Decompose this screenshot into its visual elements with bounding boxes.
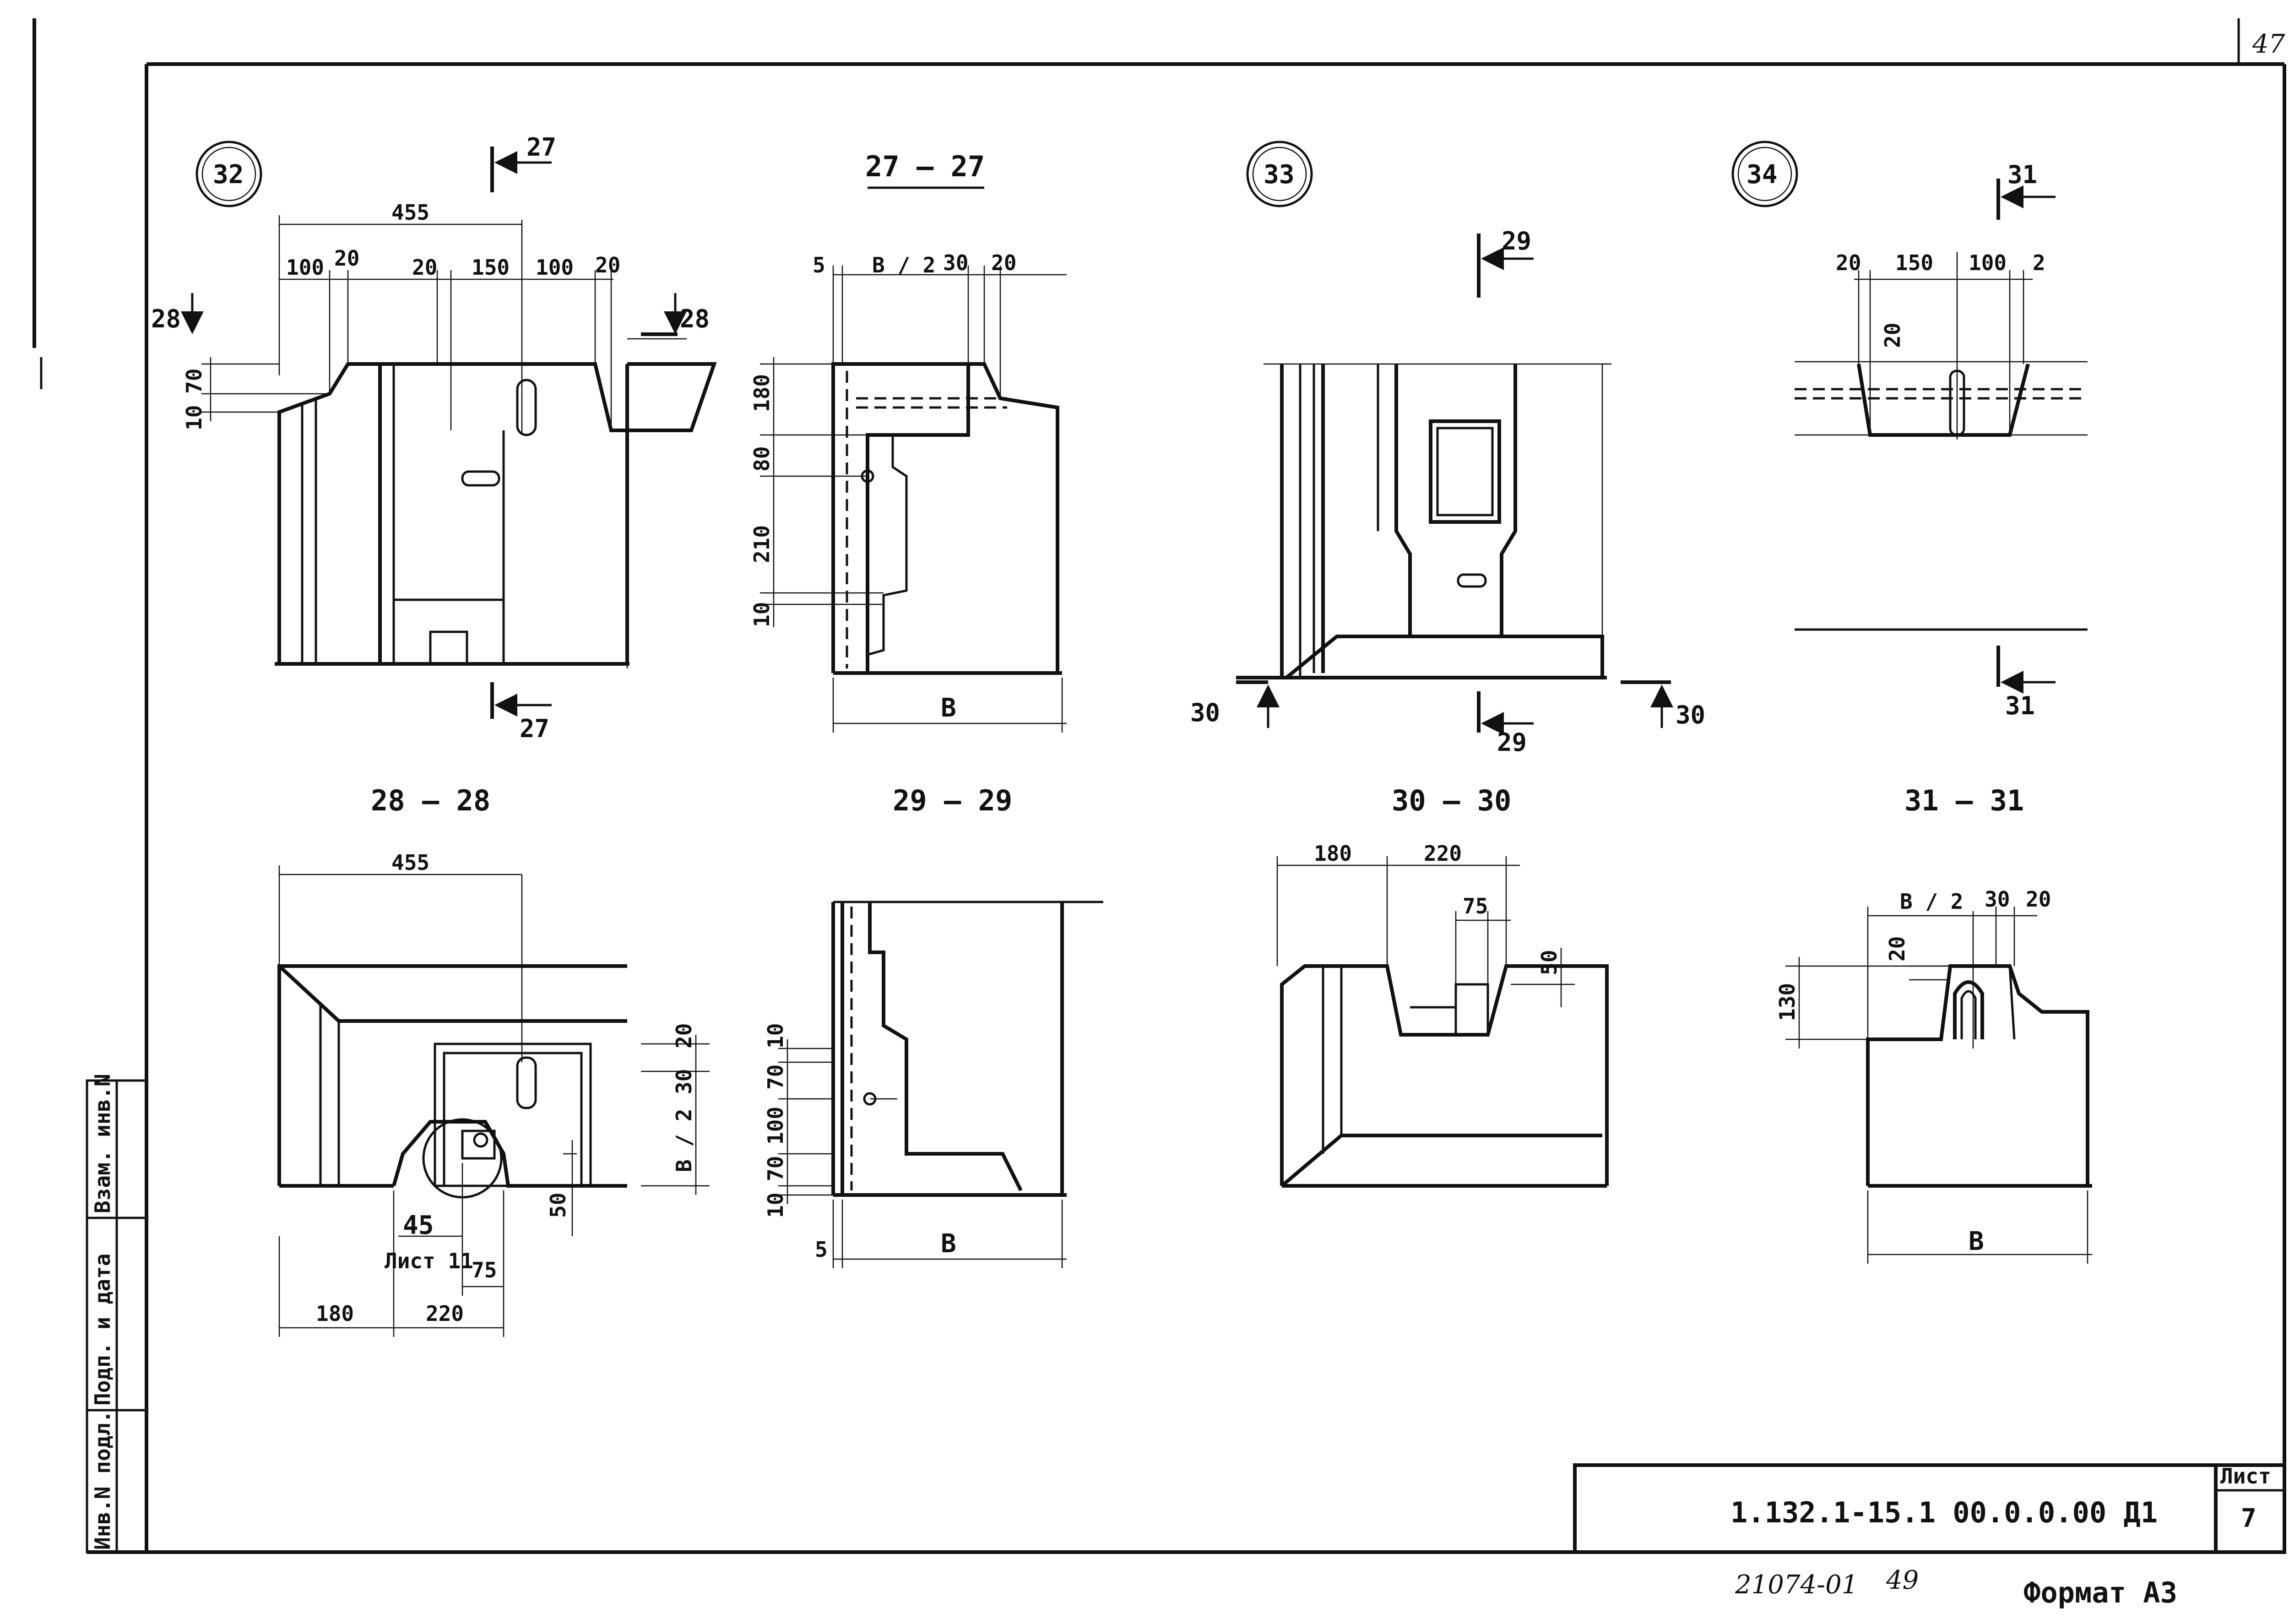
- view-32-dim-70: 70: [182, 369, 206, 394]
- section-29-dim-10b: 10: [763, 1193, 788, 1218]
- view-32-cut-27-bottom: 27: [520, 714, 549, 743]
- view-32-dim-20b: 20: [412, 255, 437, 280]
- view-32-cut-28-right: 28: [680, 304, 710, 333]
- section-31-dim-b2: B / 2: [1900, 889, 1963, 914]
- stamp-podp-data: Подп. и дата: [90, 1254, 115, 1406]
- side-stamp: Инв.N подл. Подп. и дата Взам. инв.N: [86, 1074, 148, 1553]
- section-29-title: 29 — 29: [893, 784, 1012, 817]
- bottom-note: 21074-01: [1735, 1570, 1858, 1600]
- view-33-callout: 33: [1264, 160, 1294, 190]
- section-27-dim-b2: B / 2: [872, 253, 935, 277]
- section-28-dim-75: 75: [472, 1258, 497, 1282]
- view-34-dim-150: 150: [1895, 250, 1933, 275]
- page-number: 47: [2252, 29, 2285, 59]
- section-29-dim-70a: 70: [763, 1065, 788, 1090]
- section-29-dim-10a: 10: [763, 1023, 788, 1048]
- section-29-dim-100: 100: [763, 1107, 788, 1145]
- section-30-dim-75: 75: [1463, 894, 1488, 918]
- section-30-dim-180: 180: [1314, 841, 1352, 866]
- section-28-ref-num: 45: [403, 1211, 434, 1240]
- section-30-dim-220: 220: [1424, 841, 1462, 866]
- bottom-note-2: 49: [1886, 1565, 1919, 1595]
- section-31-dim-30: 30: [1985, 887, 2010, 912]
- view-34-dim-100: 100: [1969, 250, 2007, 275]
- section-30-title: 30 — 30: [1392, 784, 1511, 817]
- view-32-dim-150: 150: [472, 255, 510, 280]
- section-28-dim-20: 20: [672, 1023, 696, 1048]
- section-28-ref-sheet: Лист 11: [385, 1249, 473, 1273]
- section-27-title: 27 — 27: [865, 150, 985, 183]
- sheet-number: 7: [2241, 1504, 2256, 1533]
- view-32: [181, 141, 717, 719]
- title-block: [1573, 1463, 2286, 1554]
- view-32-dim-455: 455: [391, 200, 429, 225]
- view-34: [1731, 141, 2088, 694]
- section-27-dim-20: 20: [991, 250, 1016, 275]
- section-27-dim-30: 30: [943, 250, 968, 275]
- section-31-title: 31 — 31: [1904, 784, 2024, 817]
- view-34-dim-20a: 20: [1836, 250, 1861, 275]
- section-31-dim-20a: 20: [2026, 887, 2051, 912]
- stamp-vzam-inv: Взам. инв.N: [90, 1074, 115, 1213]
- section-28-dim-180: 180: [316, 1301, 354, 1326]
- view-32-cut-27-top: 27: [526, 133, 556, 162]
- sheet-label: Лист: [2220, 1464, 2271, 1488]
- view-33-cut-29-bottom: 29: [1497, 728, 1527, 757]
- section-31-dim-20b: 20: [1885, 936, 1909, 961]
- section-28-dim-220: 220: [426, 1301, 464, 1326]
- section-28-28: [277, 865, 710, 1337]
- section-28-dim-30: 30: [672, 1069, 696, 1094]
- view-33: [1236, 141, 1673, 735]
- section-27-dim-10: 10: [749, 602, 774, 627]
- view-32-dim-20a: 20: [334, 246, 359, 271]
- section-31-31: [1785, 907, 2092, 1264]
- view-34-callout: 34: [1747, 160, 1777, 190]
- section-31-dim-b: B: [1969, 1227, 1984, 1256]
- section-31-dim-130: 130: [1775, 983, 1800, 1021]
- section-30-30: [1276, 856, 1609, 1188]
- view-33-cut-30-right: 30: [1676, 701, 1705, 729]
- view-32-dim-100a: 100: [286, 255, 324, 280]
- section-27-dim-180: 180: [749, 374, 774, 412]
- section-28-title: 28 — 28: [371, 784, 490, 817]
- view-34-cut-31-bottom: 31: [2005, 691, 2035, 720]
- view-32-callout: 32: [213, 160, 244, 190]
- view-33-cut-30-left: 30: [1190, 698, 1220, 727]
- view-32-dim-100b: 100: [536, 255, 574, 280]
- section-29-29: [778, 901, 1103, 1268]
- stamp-inv-podl: Инв.N подл.: [90, 1410, 115, 1550]
- section-30-dim-50: 50: [1537, 950, 1562, 975]
- view-33-cut-29-top: 29: [1502, 227, 1531, 255]
- format-label: Формат А3: [2023, 1576, 2177, 1609]
- section-27-27: [760, 186, 1067, 733]
- section-27-dim-b: B: [941, 693, 956, 723]
- section-28-dim-50: 50: [546, 1193, 570, 1218]
- section-27-dim-5: 5: [813, 253, 825, 277]
- section-29-dim-70b: 70: [763, 1156, 788, 1181]
- view-34-cut-31-top: 31: [2007, 160, 2037, 189]
- view-34-dim-20b: 20: [1880, 323, 1905, 348]
- section-29-dim-5: 5: [815, 1237, 828, 1262]
- section-28-dim-b2: B / 2: [672, 1109, 696, 1172]
- section-28-dim-455: 455: [391, 850, 429, 875]
- view-32-cut-28-left: 28: [151, 304, 181, 333]
- section-27-dim-210: 210: [749, 525, 774, 563]
- section-29-dim-b: B: [941, 1229, 956, 1259]
- view-34-dim-2: 2: [2033, 250, 2045, 275]
- view-32-dim-10: 10: [182, 405, 206, 430]
- document-code: 1.132.1-15.1 00.0.0.00 Д1: [1730, 1496, 2158, 1529]
- view-32-dim-20c: 20: [595, 253, 620, 277]
- section-27-dim-80: 80: [749, 446, 774, 472]
